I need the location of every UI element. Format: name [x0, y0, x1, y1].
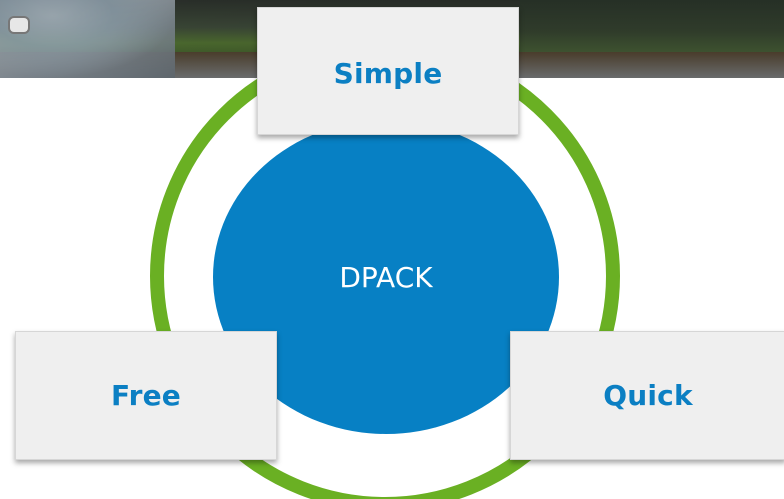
photo-person [0, 0, 175, 78]
node-free: Free [15, 331, 277, 460]
node-simple: Simple [257, 7, 519, 135]
dpack-circle [213, 120, 559, 434]
node-free-label: Free [111, 379, 181, 412]
photo-window [520, 0, 784, 52]
node-quick-label: Quick [603, 379, 693, 412]
node-simple-label: Simple [333, 57, 443, 90]
watch-icon [10, 18, 28, 32]
node-quick: Quick [510, 331, 784, 460]
